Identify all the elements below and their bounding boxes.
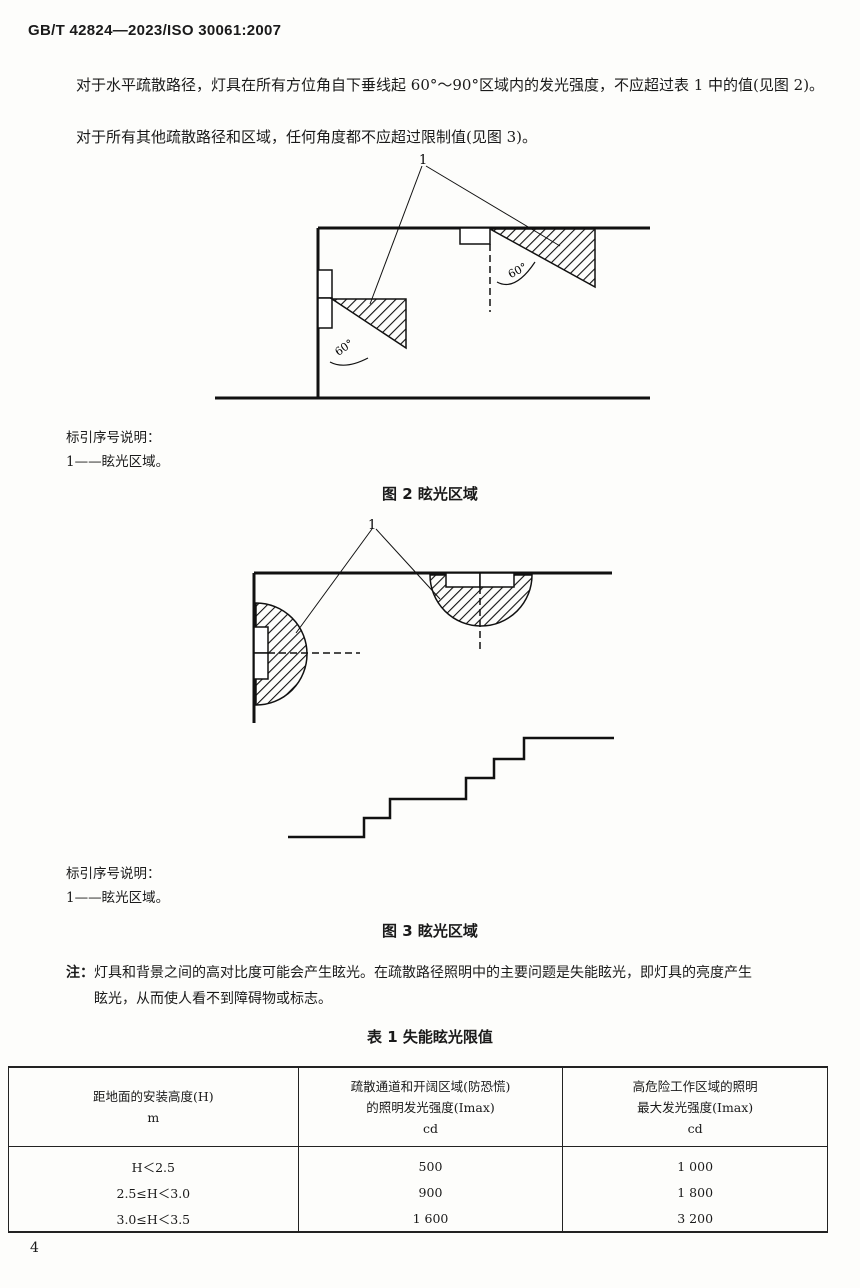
table-cell: 3 200 (562, 1205, 828, 1233)
table-cell: 2.5≤H＜3.0 (8, 1179, 299, 1205)
legend-item: 1——眩光区域。 (66, 454, 170, 470)
table-cell: H＜2.5 (8, 1146, 299, 1179)
note: 注：灯具和背景之间的高对比度可能会产生眩光。在疏散路径照明中的主要问题是失能眩光… (66, 960, 836, 1012)
table-row: H＜2.5 500 1 000 (8, 1146, 828, 1179)
figure-2-legend: 标引序号说明： 1——眩光区域。 (66, 426, 169, 474)
note-line-2: 眩光，从而使人看不到障碍物或标志。 (94, 991, 332, 1007)
angle-label-wall: 60° (332, 337, 355, 359)
note-label: 注： (66, 965, 94, 981)
figure-2-diagram: 1 60° 60° (215, 153, 650, 400)
callout-1: 1 (419, 153, 427, 168)
header-mounting-height: 距地面的安装高度(H)m (8, 1066, 299, 1147)
note-line-1: 灯具和背景之间的高对比度可能会产生眩光。在疏散路径照明中的主要问题是失能眩光，即… (94, 965, 752, 981)
legend-title: 标引序号说明： (66, 430, 161, 446)
figure-3-caption: 图 3 眩光区域 (382, 922, 478, 940)
callout-1: 1 (368, 518, 376, 533)
header-high-risk-intensity: 高危险工作区域的照明最大发光强度(Imax)cd (562, 1066, 828, 1147)
table-cell: 500 (297, 1146, 564, 1179)
glare-zone-ceiling (489, 228, 596, 289)
table-1-caption: 表 1 失能眩光限值 (367, 1028, 493, 1046)
table-cell: 900 (297, 1179, 564, 1205)
figure-3-legend: 标引序号说明： 1——眩光区域。 (66, 862, 169, 910)
staircase (288, 736, 614, 839)
angle-label-ceiling: 60° (506, 260, 529, 281)
table-cell: 1 000 (562, 1146, 828, 1179)
table-row: 3.0≤H＜3.5 1 600 3 200 (8, 1205, 828, 1233)
header-escape-route-intensity: 疏散通道和开阔区域(防恐慌)的照明发光强度(Imax)cd (297, 1066, 564, 1147)
table-cell: 1 600 (297, 1205, 564, 1233)
legend-item: 1——眩光区域。 (66, 890, 170, 906)
paragraph-other-paths: 对于所有其他疏散路径和区域，任何角度都不应超过限制值(见图 3)。 (76, 128, 538, 146)
glare-zone-wall (329, 298, 407, 350)
page-number: 4 (30, 1240, 39, 1256)
figure-3-diagram: 1 (252, 518, 614, 839)
table-row: 2.5≤H＜3.0 900 1 800 (8, 1179, 828, 1205)
figure-2-caption: 图 2 眩光区域 (382, 485, 478, 503)
standard-number-header: GB/T 42824—2023/ISO 30061:2007 (28, 22, 282, 39)
glare-limit-table: 距地面的安装高度(H)m 疏散通道和开阔区域(防恐慌)的照明发光强度(Imax)… (8, 1066, 828, 1233)
table-cell: 1 800 (562, 1179, 828, 1205)
paragraph-horizontal-paths: 对于水平疏散路径，灯具在所有方位角自下垂线起 60°～90°区域内的发光强度，不… (76, 76, 825, 94)
legend-title: 标引序号说明： (66, 866, 161, 882)
table-cell: 3.0≤H＜3.5 (8, 1205, 299, 1233)
